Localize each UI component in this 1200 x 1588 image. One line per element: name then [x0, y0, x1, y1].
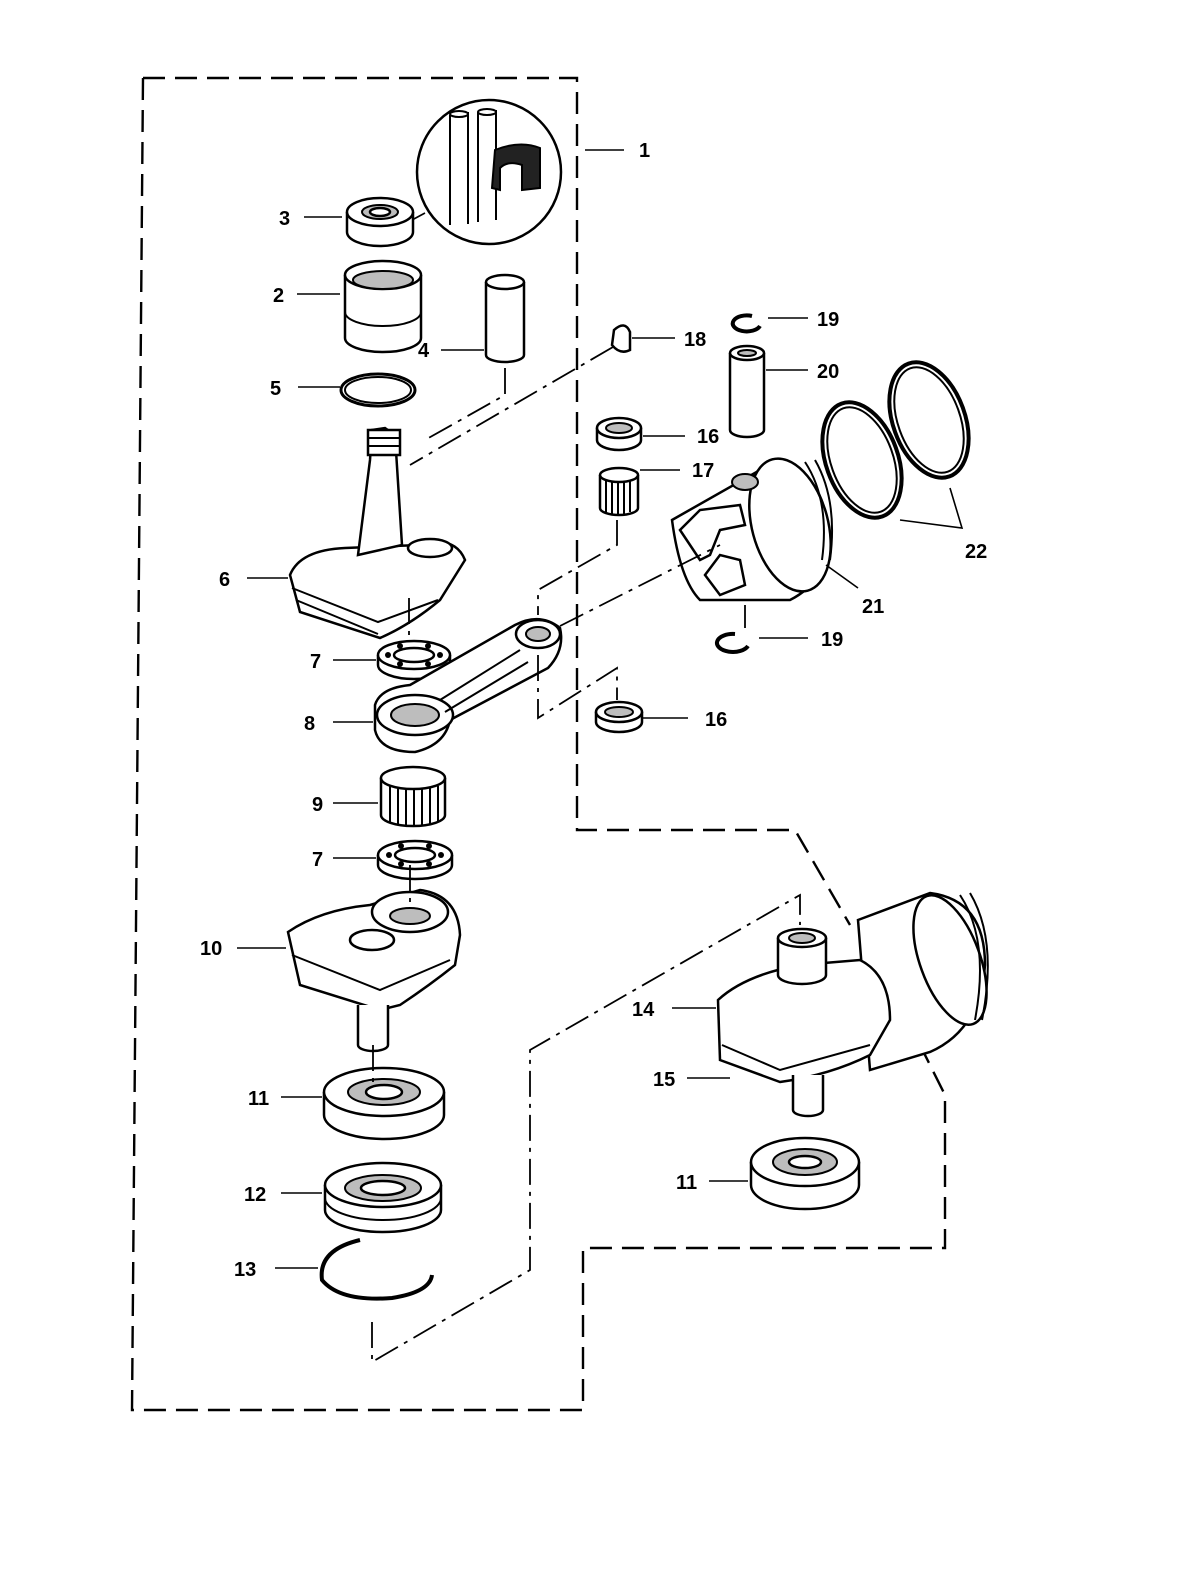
callout-9: 9	[312, 794, 323, 816]
callout-2: 2	[273, 285, 284, 307]
bushing-part	[343, 259, 423, 354]
callout-19-lower: 19	[821, 629, 843, 651]
callout-16-upper: 16	[697, 426, 719, 448]
circlip-lower-part	[715, 631, 750, 654]
callout-8: 8	[304, 713, 315, 735]
upper-crank-part	[288, 426, 467, 640]
oil-seal-part	[345, 196, 415, 248]
assembly-boundary-left	[130, 77, 947, 1412]
callout-11-right: 11	[676, 1172, 697, 1194]
assembly-center-lines	[371, 346, 801, 1364]
woodruff-key-part	[610, 324, 632, 353]
piston-rings-part	[820, 360, 971, 520]
callout-4: 4	[418, 340, 430, 362]
callout-21: 21	[862, 596, 884, 618]
seal-detail-callout	[411, 98, 563, 246]
callout-15: 15	[653, 1069, 675, 1091]
callout-3: 3	[279, 208, 290, 230]
o-ring-part	[339, 372, 417, 408]
piston-pin-part	[728, 344, 766, 439]
assembled-crank-piston-part	[716, 891, 989, 1118]
callout-12: 12	[244, 1184, 266, 1206]
needle-bearing-small-part	[598, 466, 640, 517]
assembly-boundary-main	[143, 76, 852, 926]
bearing-cage-upper-part	[376, 639, 452, 681]
thrust-washer-upper-part	[595, 416, 643, 452]
callout-13: 13	[234, 1259, 256, 1281]
main-bearing-left-part	[322, 1066, 446, 1141]
bearing-cage-lower-part	[376, 839, 454, 881]
callout-7-upper: 7	[310, 651, 321, 673]
callout-labels: 1 2 3 4 5 6 7 7 8 9 10 11 11 12 13 14 15…	[200, 140, 987, 1281]
callout-17: 17	[692, 460, 714, 482]
callout-20: 20	[817, 361, 839, 383]
callout-1: 1	[639, 140, 650, 162]
lower-crank-part	[286, 888, 462, 1053]
callout-22: 22	[965, 541, 987, 563]
callout-18: 18	[684, 329, 706, 351]
main-bearing-right-part	[749, 1136, 861, 1211]
thrust-washer-lower-part	[594, 700, 644, 734]
callout-6: 6	[219, 569, 230, 591]
seal-carrier-part	[323, 1161, 443, 1234]
callout-11-left: 11	[248, 1088, 269, 1110]
piston-part	[670, 457, 834, 602]
crank-pin-part	[484, 273, 526, 364]
callout-leaders	[237, 149, 964, 1269]
connecting-rod-part	[373, 618, 563, 754]
callout-5: 5	[270, 378, 281, 400]
needle-roller-bearing-part	[379, 765, 447, 828]
callout-16-lower: 16	[705, 709, 727, 731]
retaining-ring-part	[319, 1238, 434, 1301]
callout-19-upper: 19	[817, 309, 839, 331]
callout-14: 14	[632, 999, 655, 1021]
circlip-upper-part	[730, 313, 762, 334]
callout-7-lower: 7	[312, 849, 323, 871]
callout-10: 10	[200, 938, 222, 960]
